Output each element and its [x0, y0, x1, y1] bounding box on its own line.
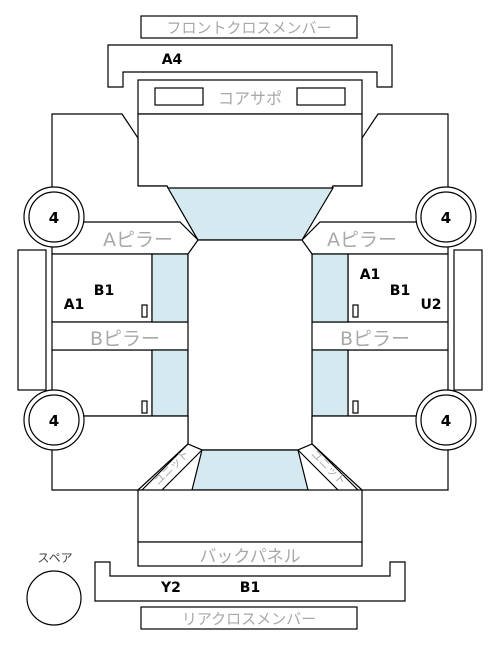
front-cross-member-code: A4	[162, 52, 183, 68]
rear-left-tire[interactable]: 4	[23, 389, 85, 451]
right-rear-door-handle	[352, 400, 359, 414]
rear-cross-member-label: リアクロスメンバー	[182, 610, 316, 628]
trunk-lid[interactable]	[137, 489, 363, 543]
left-b-pillar[interactable]	[51, 321, 191, 351]
left-rear-window[interactable]	[151, 349, 189, 417]
front-right-tire[interactable]: 4	[415, 186, 477, 248]
spare-label: スペア	[37, 551, 72, 565]
front-cross-member-label: フロントクロスメンバー	[166, 19, 331, 37]
left-rear-door-handle	[141, 400, 148, 414]
core-support-label: コアサポ	[218, 89, 282, 108]
front-right-tire-count: 4	[441, 209, 451, 227]
left-front-door-code-a1: A1	[64, 297, 85, 313]
right-front-window[interactable]	[311, 253, 349, 323]
right-front-door-code-a1: A1	[360, 267, 381, 283]
right-b-pillar-label: Bピラー	[340, 328, 410, 350]
front-cross-member[interactable]	[107, 44, 393, 88]
left-headlight-slot	[154, 87, 204, 106]
left-front-door-handle	[141, 304, 148, 318]
right-a-pillar-label: Aピラー	[327, 229, 397, 251]
rear-left-tire-count: 4	[49, 412, 59, 430]
rear-right-tire-count: 4	[441, 412, 451, 430]
rear-cross-member[interactable]	[94, 561, 406, 602]
rear-cross-member-code-b1: B1	[240, 580, 260, 596]
right-rocker-panel[interactable]	[453, 249, 483, 391]
back-panel-label: バックパネル	[199, 547, 300, 567]
left-b-pillar-label: Bピラー	[90, 328, 160, 350]
right-rear-quarter-panel[interactable]	[311, 415, 449, 491]
front-cross-member-label-box: フロントクロスメンバー	[140, 15, 358, 39]
back-panel[interactable]	[137, 541, 363, 567]
front-left-tire[interactable]: 4	[23, 186, 85, 248]
left-rear-quarter-panel[interactable]	[51, 415, 189, 491]
rear-window[interactable]	[191, 449, 309, 491]
left-rocker-panel[interactable]	[17, 249, 47, 391]
spare-tire[interactable]	[26, 570, 82, 626]
right-front-door-code-u2: U2	[420, 297, 441, 313]
right-headlight-slot	[296, 87, 346, 106]
left-a-pillar-label: Aピラー	[103, 229, 173, 251]
right-front-door-code-b1: B1	[390, 283, 410, 299]
left-front-window[interactable]	[151, 253, 189, 323]
rear-cross-member-code-y2: Y2	[160, 580, 181, 596]
right-front-door-handle	[352, 304, 359, 318]
rear-cross-member-label-box	[140, 606, 358, 630]
front-left-tire-count: 4	[49, 209, 59, 227]
roof[interactable]	[187, 239, 313, 451]
right-rear-window[interactable]	[311, 349, 349, 417]
rear-right-tire[interactable]: 4	[415, 389, 477, 451]
left-front-door-code-b1: B1	[94, 283, 114, 299]
